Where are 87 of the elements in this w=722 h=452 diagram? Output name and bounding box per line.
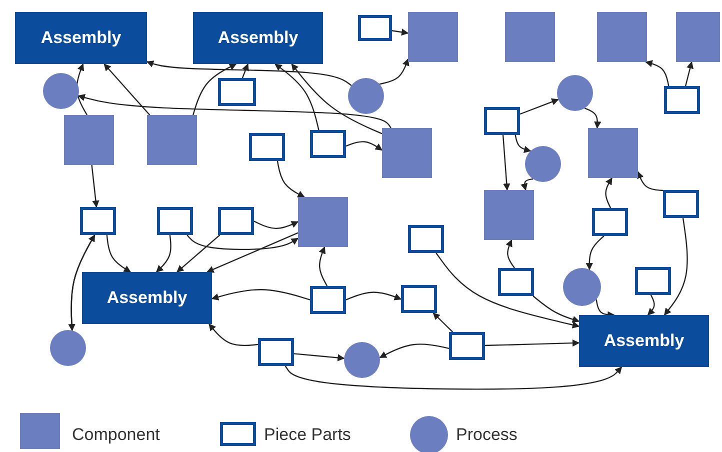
arrow	[176, 234, 220, 272]
piece-part-box	[401, 285, 437, 313]
component-square	[298, 197, 348, 247]
piece-part-box	[498, 268, 534, 296]
arrow	[636, 171, 664, 192]
arrow	[274, 64, 320, 130]
arrow	[291, 63, 382, 134]
arrow	[484, 339, 580, 347]
process-circle	[50, 330, 86, 366]
process-circle	[525, 146, 561, 182]
arrow	[254, 220, 299, 230]
arrow	[520, 178, 534, 191]
arrow	[91, 164, 100, 208]
arrow	[208, 323, 258, 346]
component-square	[64, 115, 114, 165]
process-circle	[43, 73, 79, 109]
assembly-label: Assembly	[604, 331, 684, 351]
arrow	[146, 60, 352, 86]
assembly-label: Assembly	[218, 28, 298, 48]
arrow	[392, 28, 409, 36]
arrow	[346, 292, 402, 300]
piece-part-box	[80, 207, 116, 235]
piece-part-box	[663, 190, 699, 218]
arrow	[684, 61, 694, 86]
arrow	[502, 134, 510, 191]
component-square	[588, 128, 638, 178]
arrow	[379, 58, 410, 85]
piece-part-box	[258, 338, 294, 366]
arrow	[647, 294, 655, 316]
arrow	[78, 94, 392, 128]
piece-part-box	[358, 15, 392, 41]
piece-part-box	[218, 78, 256, 106]
arrow	[514, 134, 532, 153]
component-square	[382, 128, 432, 178]
piece-part-box	[157, 207, 193, 235]
component-square	[505, 12, 555, 62]
arrow	[532, 296, 580, 323]
process-circle	[348, 78, 384, 114]
arrow	[645, 60, 670, 86]
legend-label: Piece Parts	[264, 425, 351, 445]
arrow	[432, 312, 454, 332]
arrow	[206, 232, 298, 273]
component-square	[408, 12, 458, 62]
piece-part-box	[218, 207, 254, 235]
arrow	[436, 252, 580, 328]
arrow	[346, 141, 383, 151]
legend-label: Component	[72, 425, 160, 445]
arrow	[520, 98, 559, 115]
arrow	[186, 234, 299, 250]
arrow	[664, 218, 688, 316]
component-square	[147, 115, 197, 165]
arrow	[294, 353, 345, 362]
arrow	[211, 289, 310, 300]
arrow	[379, 344, 450, 358]
legend-label: Process	[456, 425, 518, 445]
arrow	[284, 366, 622, 390]
component-square	[597, 12, 647, 62]
piece-part-box	[664, 86, 700, 114]
assembly-label: Assembly	[106, 288, 188, 308]
piece-part-box	[310, 130, 346, 158]
component-square	[484, 190, 534, 240]
process-circle	[344, 342, 380, 378]
arrow	[276, 160, 305, 198]
assembly-label: Assembly	[40, 28, 122, 48]
piece-part-box	[484, 107, 520, 135]
piece-part-box	[310, 286, 346, 314]
arrow	[605, 177, 612, 208]
arrow	[586, 236, 604, 270]
assembly-box	[193, 12, 323, 64]
piece-part-box	[249, 133, 285, 161]
process-circle	[557, 75, 593, 111]
component-square	[676, 12, 720, 62]
piece-part-box	[635, 267, 671, 295]
arrow	[106, 234, 132, 273]
piece-part-box	[449, 332, 485, 360]
assembly-box	[579, 315, 709, 367]
arrow	[506, 239, 516, 268]
arrow	[318, 246, 328, 286]
arrow	[242, 63, 249, 78]
process-circle	[563, 268, 601, 306]
arrow	[192, 63, 237, 116]
arrow	[156, 234, 172, 272]
assembly-box	[82, 272, 212, 324]
arrow	[104, 63, 150, 116]
assembly-box	[15, 12, 147, 64]
piece-part-box	[592, 208, 628, 236]
piece-part-box	[408, 225, 444, 253]
